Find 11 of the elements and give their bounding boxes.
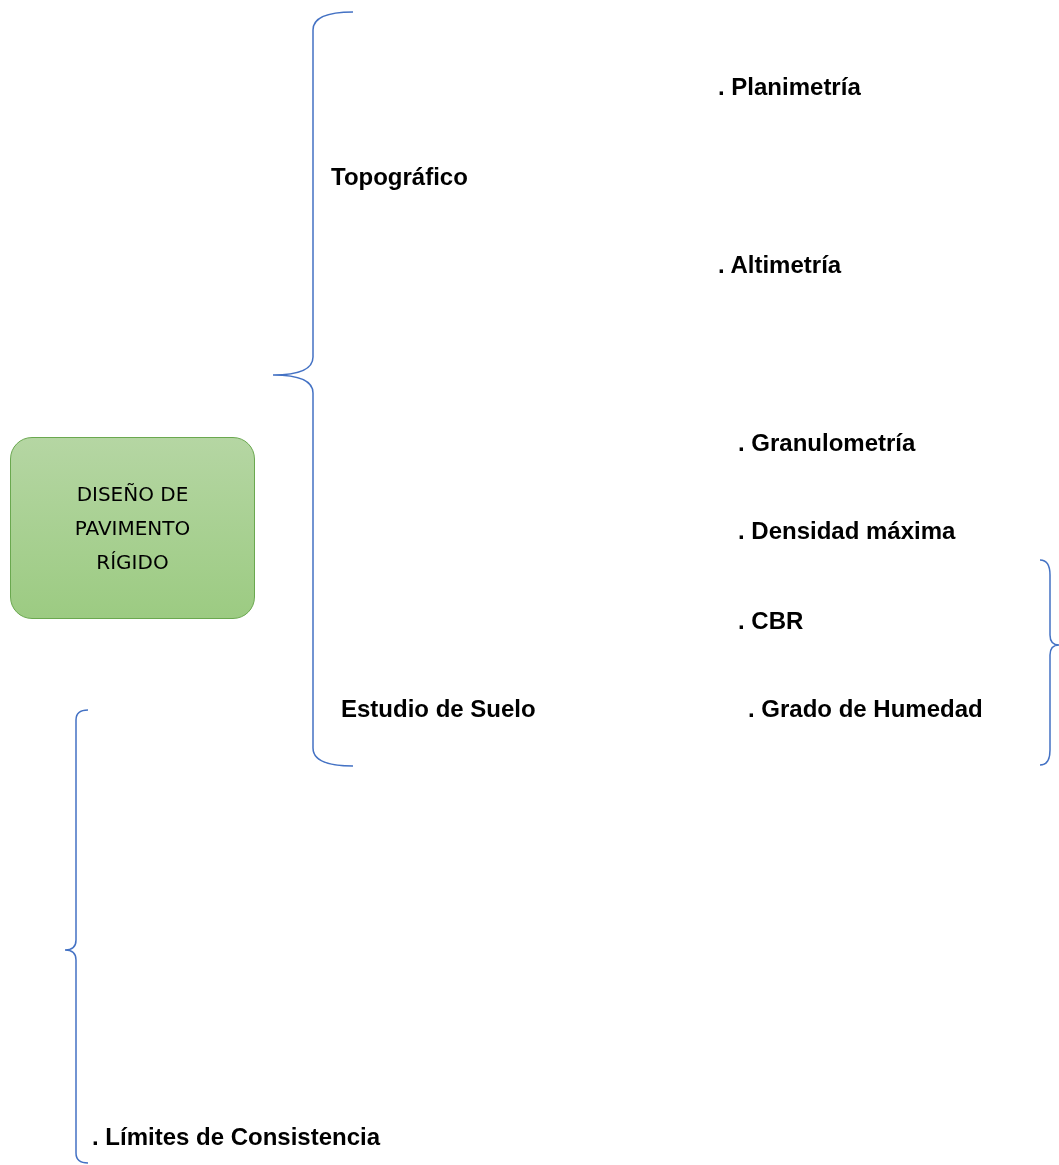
list-item: . Planimetría: [718, 73, 861, 101]
list-item: . Densidad máxima: [738, 517, 956, 545]
category-label: Estudio de Suelo: [341, 695, 536, 723]
list-item: . Granulometría: [738, 429, 916, 457]
list-item: . Grado de Humedad: [748, 695, 983, 723]
list-item: . Altimetría: [718, 251, 842, 279]
box-text: DISEÑO DE PAVIMENTO RÍGIDO: [73, 481, 192, 576]
list-item: . CBR: [738, 607, 804, 635]
category-label: Topográfico: [331, 163, 468, 191]
rounded-box: [10, 437, 255, 619]
list-item: . Límites de Consistencia: [92, 1123, 381, 1151]
